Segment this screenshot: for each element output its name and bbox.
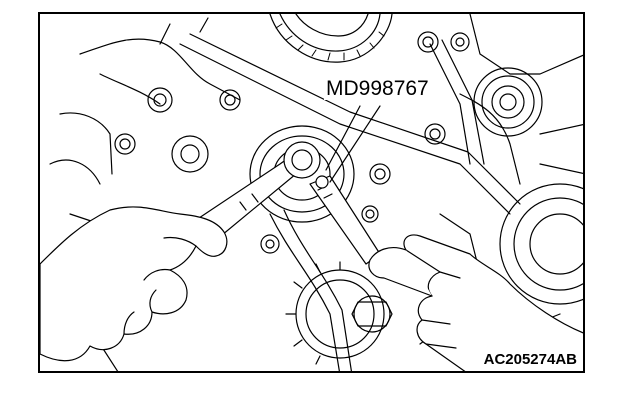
tool-part-number-label: MD998767: [324, 77, 431, 100]
leader-line-2: [329, 105, 381, 183]
water-pump-pulley: [499, 183, 583, 305]
leader-line: [325, 105, 361, 171]
figure-id-label: AC205274AB: [481, 351, 579, 369]
illustration-frame: MD998767 AC205274AB: [38, 12, 585, 373]
right-hand: [368, 234, 583, 371]
idler-pulley-right: [473, 67, 543, 137]
wrench: [189, 141, 321, 245]
engine-timing-belt-illustration: [40, 14, 583, 371]
crankshaft-sprocket: [285, 261, 393, 365]
left-hand: [40, 206, 228, 362]
special-tool: [309, 175, 381, 265]
bolts: [114, 31, 470, 254]
camshaft-sprocket: [269, 14, 393, 63]
timing-belt: [179, 33, 521, 371]
